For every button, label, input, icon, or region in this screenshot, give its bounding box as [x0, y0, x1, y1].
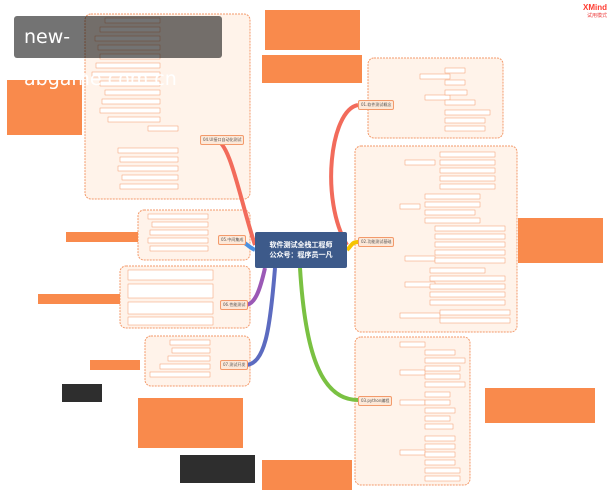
- branch-b2[interactable]: 02.功能测试基础: [358, 237, 395, 247]
- connector-b2: [345, 240, 359, 252]
- b1-items: [419, 67, 491, 132]
- b2-items: [399, 151, 511, 324]
- branch-b5[interactable]: 05.中间集成: [218, 235, 247, 245]
- branch-b1[interactable]: 01.软件测试概念: [358, 100, 395, 110]
- note-right-bottom: [485, 388, 595, 423]
- note-top-center: [265, 10, 360, 50]
- note-left-b6: [38, 294, 120, 304]
- note-left-bottom: [138, 398, 243, 448]
- branch-b6[interactable]: 06.性能测试: [220, 300, 249, 310]
- note-left-top: [7, 80, 82, 135]
- note-left-b7: [90, 360, 140, 370]
- central-title: 软件测试全栈工程师: [269, 241, 333, 249]
- note-left-b5: [66, 232, 138, 242]
- branch-b3[interactable]: 03.python编程: [358, 396, 393, 406]
- b7-items: [149, 339, 211, 378]
- connector-b1: [329, 103, 359, 247]
- b3-items: [399, 341, 466, 482]
- xmind-trial-label: 试用模式: [586, 13, 607, 19]
- xmind-logo: XMind 试用模式: [583, 3, 607, 19]
- b5-items: [147, 213, 209, 252]
- xmind-brand: XMind: [583, 3, 607, 12]
- connector-b3: [298, 267, 359, 402]
- central-topic[interactable]: 软件测试全栈工程师 公众号：程序员一凡: [255, 232, 347, 268]
- branch-b7[interactable]: 07.测试开发: [220, 360, 249, 370]
- watermark-banner: new-abgame.com.cn: [14, 16, 222, 90]
- connector-b7: [244, 267, 277, 367]
- central-subtitle: 公众号：程序员一凡: [269, 251, 333, 259]
- note-right-mid: [518, 218, 603, 263]
- image-placeholder-2: [180, 455, 255, 483]
- branch-b4[interactable]: 04.UI接口自动化测试: [200, 135, 245, 145]
- note-bottom-center: [262, 460, 352, 490]
- image-placeholder-1: [62, 384, 102, 402]
- note-top-center-2: [262, 55, 362, 83]
- b6-items: [127, 269, 214, 326]
